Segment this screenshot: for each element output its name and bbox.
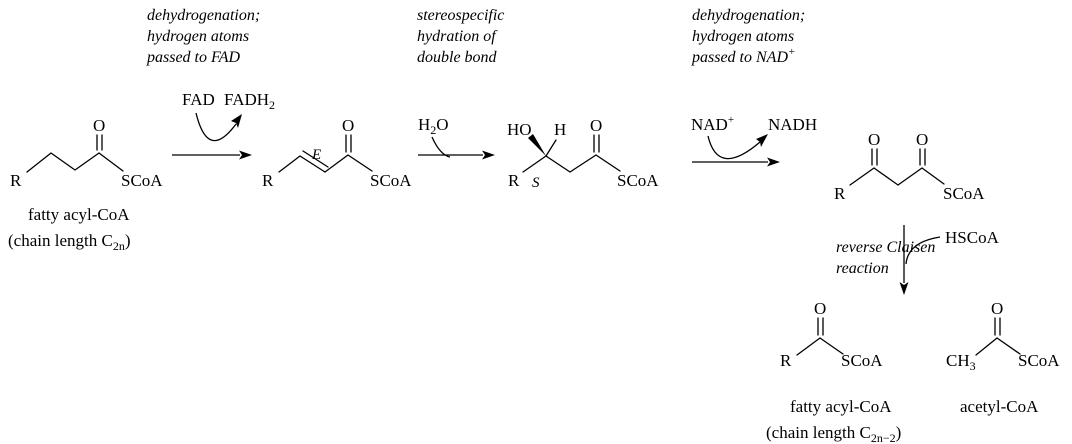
compound-enoyl-coa: R O E SCoA — [262, 116, 412, 190]
note-step1-line1: dehydrogenation; — [147, 7, 260, 24]
atom-o: O — [342, 116, 354, 135]
atom-scoa: SCoA — [943, 184, 985, 203]
atom-o: O — [814, 299, 826, 318]
arrow-step3-head — [767, 157, 780, 167]
bond-c-s — [819, 337, 844, 355]
atom-o-thioester: O — [916, 130, 928, 149]
caption-chain-length: (chain length C2n) — [8, 231, 130, 253]
bond-r-c — [796, 337, 821, 356]
note-step2-line3: double bond — [417, 49, 498, 66]
reagent-fadh2: FADH2 — [224, 90, 275, 112]
arrow-step4-curve — [905, 236, 941, 265]
bond-ch2-c — [569, 154, 597, 173]
atom-scoa: SCoA — [617, 171, 659, 190]
bond-ch2-c — [897, 167, 923, 186]
note-step2-line2: hydration of — [417, 28, 498, 45]
arrow-step1-curve-head — [231, 114, 242, 128]
step-4-reverse-claisen: reverse Claisen reaction HSCoA — [836, 225, 1000, 295]
note-step3-line2: hydrogen atoms — [692, 28, 794, 45]
bond-c-s — [347, 154, 373, 172]
bond-double-1 — [299, 155, 326, 173]
compound-ketoacyl-coa: R O O SCoA — [834, 130, 985, 203]
arrow-step4-head — [899, 282, 909, 295]
label-e: E — [311, 147, 321, 163]
note-step1-line2: hydrogen atoms — [147, 28, 249, 45]
compound-hydroxyacyl-coa: R HO H S O SCoA — [507, 116, 659, 191]
bond-ch3-c — [975, 337, 998, 356]
reagent-nad: NAD+ — [691, 114, 734, 134]
caption-acetyl-coa: acetyl-CoA — [960, 397, 1039, 416]
atom-o: O — [93, 116, 105, 135]
arrow-step2-head — [482, 150, 495, 160]
caption-fatty-acyl-coa-2: fatty acyl-CoA — [790, 397, 892, 416]
arrow-step3-curve — [707, 135, 761, 160]
bond-c-ch2 — [545, 155, 571, 173]
label-s: S — [532, 175, 540, 191]
reagent-nadh: NADH — [768, 115, 817, 134]
note-step3-line3: passed to NAD+ — [691, 46, 795, 66]
atom-o-ketone: O — [868, 130, 880, 149]
reagent-fad: FAD — [182, 90, 215, 109]
arrow-step1-curve — [195, 112, 237, 142]
bond-r-c — [849, 167, 875, 186]
atom-r: R — [10, 171, 22, 190]
atom-o: O — [991, 299, 1003, 318]
atom-r: R — [262, 171, 274, 190]
step-2-hydration: stereospecific hydration of double bond … — [417, 7, 504, 160]
bond-r-c — [278, 155, 301, 173]
reagent-hscoa: HSCoA — [945, 228, 1000, 247]
atom-r: R — [780, 351, 792, 370]
step-1-dehydrogenation: dehydrogenation; hydrogen atoms passed t… — [146, 7, 275, 160]
atom-o: O — [590, 116, 602, 135]
atom-scoa: SCoA — [1018, 351, 1060, 370]
note-step4-line1: reverse Claisen — [836, 239, 935, 256]
atom-r: R — [834, 184, 846, 203]
atom-scoa: SCoA — [121, 171, 163, 190]
arrow-step2-curve — [431, 136, 451, 158]
atom-h: H — [554, 120, 566, 139]
atom-ch3: CH3 — [946, 351, 976, 373]
atom-scoa: SCoA — [841, 351, 883, 370]
bond-wedge-oh — [528, 134, 546, 156]
bond-c-h — [545, 139, 557, 157]
atom-ho: HO — [507, 120, 532, 139]
bond-c-s — [996, 337, 1021, 355]
compound-fatty-acyl-coa: R O SCoA fatty acyl-CoA (chain length C2… — [8, 116, 163, 253]
bond-c-ch2 — [873, 167, 899, 186]
arrow-step3-curve-head — [756, 134, 768, 147]
caption-chain-length-2: (chain length C2n−2) — [766, 423, 901, 444]
atom-scoa: SCoA — [370, 171, 412, 190]
arrow-step1-head — [239, 150, 252, 160]
bond-c-s — [921, 167, 945, 185]
compound-shortened-fatty-acyl-coa: R O SCoA fatty acyl-CoA (chain length C2… — [766, 299, 901, 444]
bond-r-c — [522, 155, 547, 173]
note-step4-line2: reaction — [836, 260, 889, 277]
bond-double-2 — [302, 150, 329, 168]
bond-c-s — [595, 154, 621, 172]
caption-fatty-acyl-coa: fatty acyl-CoA — [28, 205, 130, 224]
note-step3-line1: dehydrogenation; — [692, 7, 805, 24]
reagent-water: H2O — [418, 115, 449, 137]
note-step1-line3: passed to FAD — [146, 49, 240, 66]
note-step2-line1: stereospecific — [417, 7, 504, 24]
bond-chain — [26, 152, 100, 173]
atom-r: R — [508, 171, 520, 190]
compound-acetyl-coa: CH3 O SCoA acetyl-CoA — [946, 299, 1060, 416]
bond-c-c — [324, 154, 349, 173]
step-3-dehydrogenation: dehydrogenation; hydrogen atoms passed t… — [691, 7, 817, 167]
bond-c-s — [98, 152, 124, 172]
